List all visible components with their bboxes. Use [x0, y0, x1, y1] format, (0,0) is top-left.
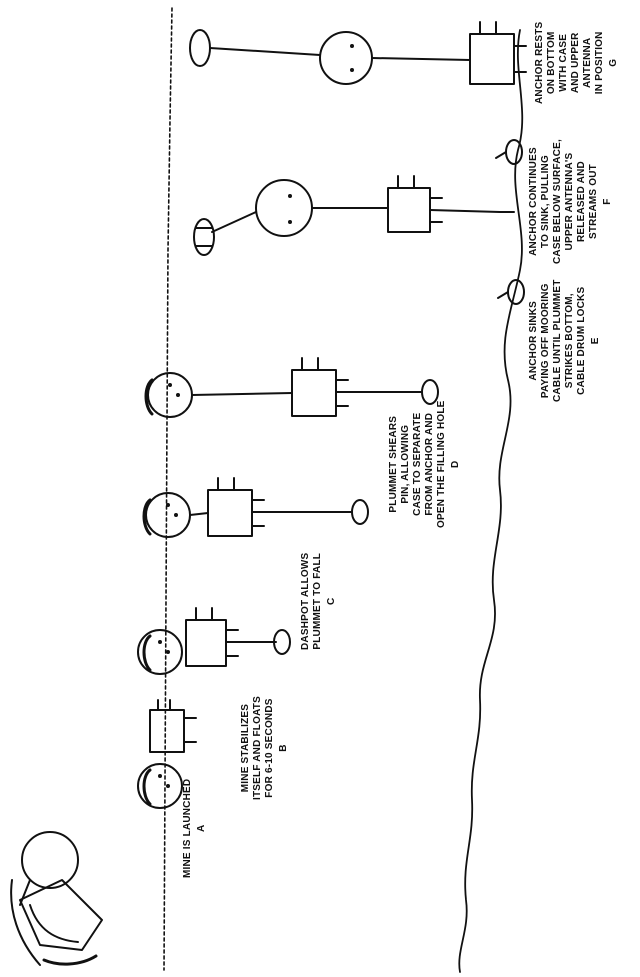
caption-d-line-4: FROM ANCHOR AND — [424, 412, 435, 516]
caption-step-e: ANCHOR SINKS PAYING OFF MOORING CABLE UN… — [528, 280, 602, 403]
caption-f-line-5: RELEASED AND — [576, 161, 587, 243]
caption-step-d: PLUMMET SHEARS PIN, ALLOWING CASE TO SEP… — [388, 400, 462, 528]
step-letter-b: B — [278, 744, 289, 752]
caption-b-line-1: MINE STABILIZES — [240, 703, 251, 793]
caption-b-line-3: FOR 6-10 SECONDS — [264, 698, 275, 798]
mine-stage-b — [137, 607, 291, 675]
caption-e-line-1: ANCHOR SINKS — [528, 300, 539, 381]
ship-stern-icon — [10, 831, 103, 966]
caption-e-line-2: PAYING OFF MOORING — [540, 283, 551, 399]
caption-c-line-1: DASHPOT ALLOWS — [300, 552, 311, 650]
caption-f-line-3: CASE BELOW SURFACE, — [552, 139, 563, 264]
caption-f-line-1: ANCHOR CONTINUES — [528, 147, 539, 256]
step-letter-a: A — [196, 824, 207, 833]
step-letter-e: E — [590, 337, 601, 345]
caption-e-line-4: STRIKES BOTTOM, — [564, 293, 575, 389]
caption-d-line-3: CASE TO SEPARATE — [412, 412, 423, 516]
caption-e-line-3: CABLE UNTIL PLUMMET — [552, 279, 563, 403]
caption-c-line-2: PLUMMET TO FALL — [312, 552, 323, 650]
caption-step-a: MINE IS LAUNCHED A — [182, 779, 208, 878]
caption-step-g: ANCHOR RESTS ON BOTTOM WITH CASE AND UPP… — [534, 22, 620, 104]
mine-stage-c — [142, 477, 369, 538]
sea-floor-line — [458, 29, 524, 973]
caption-a-line-1: MINE IS LAUNCHED — [182, 778, 193, 878]
caption-g-line-2: ON BOTTOM — [546, 31, 557, 95]
caption-d-line-5: OPEN THE FILLING HOLE — [436, 400, 447, 528]
mine-stage-d — [144, 357, 439, 418]
mine-stage-f — [193, 175, 525, 305]
step-letter-g: G — [608, 58, 619, 67]
caption-g-line-5: ANTENNA — [582, 37, 593, 88]
caption-d-line-1: PLUMMET SHEARS — [388, 415, 399, 513]
step-letter-f: F — [602, 198, 613, 205]
mine-stage-g — [189, 21, 527, 165]
caption-g-line-1: ANCHOR RESTS — [534, 21, 545, 104]
caption-b-line-2: ITSELF AND FLOATS — [252, 696, 263, 800]
caption-e-line-5: CABLE DRUM LOCKS — [576, 286, 587, 395]
caption-g-line-4: AND UPPER — [570, 32, 581, 94]
caption-step-b: MINE STABILIZES ITSELF AND FLOATS FOR 6-… — [240, 696, 290, 800]
caption-f-line-6: STREAMS OUT — [588, 164, 599, 240]
caption-g-line-3: WITH CASE — [558, 33, 569, 92]
step-letter-c: C — [326, 597, 337, 605]
caption-step-c: DASHPOT ALLOWS PLUMMET TO FALL C — [300, 553, 338, 650]
water-surface-line — [163, 7, 173, 971]
caption-f-line-2: TO SINK, PULLING — [540, 155, 551, 249]
caption-d-line-2: PIN, ALLOWING — [400, 424, 411, 504]
step-letter-d: D — [450, 460, 461, 468]
caption-step-f: ANCHOR CONTINUES TO SINK, PULLING CASE B… — [528, 139, 614, 264]
mine-stage-a — [137, 699, 197, 809]
caption-g-line-6: IN POSITION — [594, 31, 605, 95]
caption-f-line-4: UPPER ANTENNA'S — [564, 152, 575, 251]
